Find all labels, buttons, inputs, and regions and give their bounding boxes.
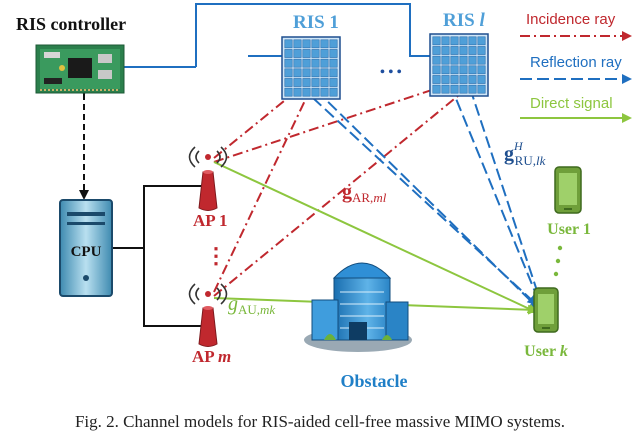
- smartphone-icon: [554, 166, 582, 214]
- user-1-label: User 1: [547, 221, 591, 238]
- g-ar-label: gAR,ml: [342, 181, 387, 205]
- ris-l-label: RIS l: [443, 10, 485, 31]
- legend-reflection-label: Reflection ray: [530, 54, 622, 71]
- ris-panel-icon: [281, 36, 341, 100]
- legend-direct-label: Direct signal: [530, 95, 613, 112]
- control-wiring: [79, 3, 430, 327]
- channel-model-diagram: RIS controller RIS 1 • • • RIS l CPU AP …: [16, 3, 632, 391]
- ap-m-label: AP m: [192, 347, 231, 366]
- figure-caption: Fig. 2. Channel models for RIS-aided cel…: [74, 412, 566, 431]
- building-icon: [304, 262, 412, 352]
- legend: Incidence ray Reflection ray Direct sign…: [520, 11, 632, 123]
- ris-1-label: RIS 1: [293, 12, 339, 33]
- reflection-rays: [299, 83, 545, 310]
- obstacle-label: Obstacle: [341, 371, 408, 391]
- ris-dots: • • •: [380, 65, 402, 80]
- cpu-label: CPU: [71, 244, 102, 260]
- user-dots: [553, 245, 563, 277]
- user-k-label: User k: [524, 343, 568, 360]
- smartphone-icon: [533, 287, 559, 333]
- legend-incidence-label: Incidence ray: [526, 11, 616, 28]
- ris-panel-icon: [429, 33, 489, 97]
- antenna-icon: [188, 146, 228, 211]
- antenna-icon: [188, 283, 228, 347]
- g-au-label: gAU,mk: [228, 293, 275, 317]
- ap-1-label: AP 1: [193, 211, 227, 230]
- cpu-tower-icon: [59, 199, 113, 297]
- circuit-board-icon: [35, 44, 125, 94]
- incidence-rays: [213, 79, 472, 297]
- ris-controller-label: RIS controller: [16, 14, 126, 34]
- ap-dots: ⋮: [205, 243, 227, 268]
